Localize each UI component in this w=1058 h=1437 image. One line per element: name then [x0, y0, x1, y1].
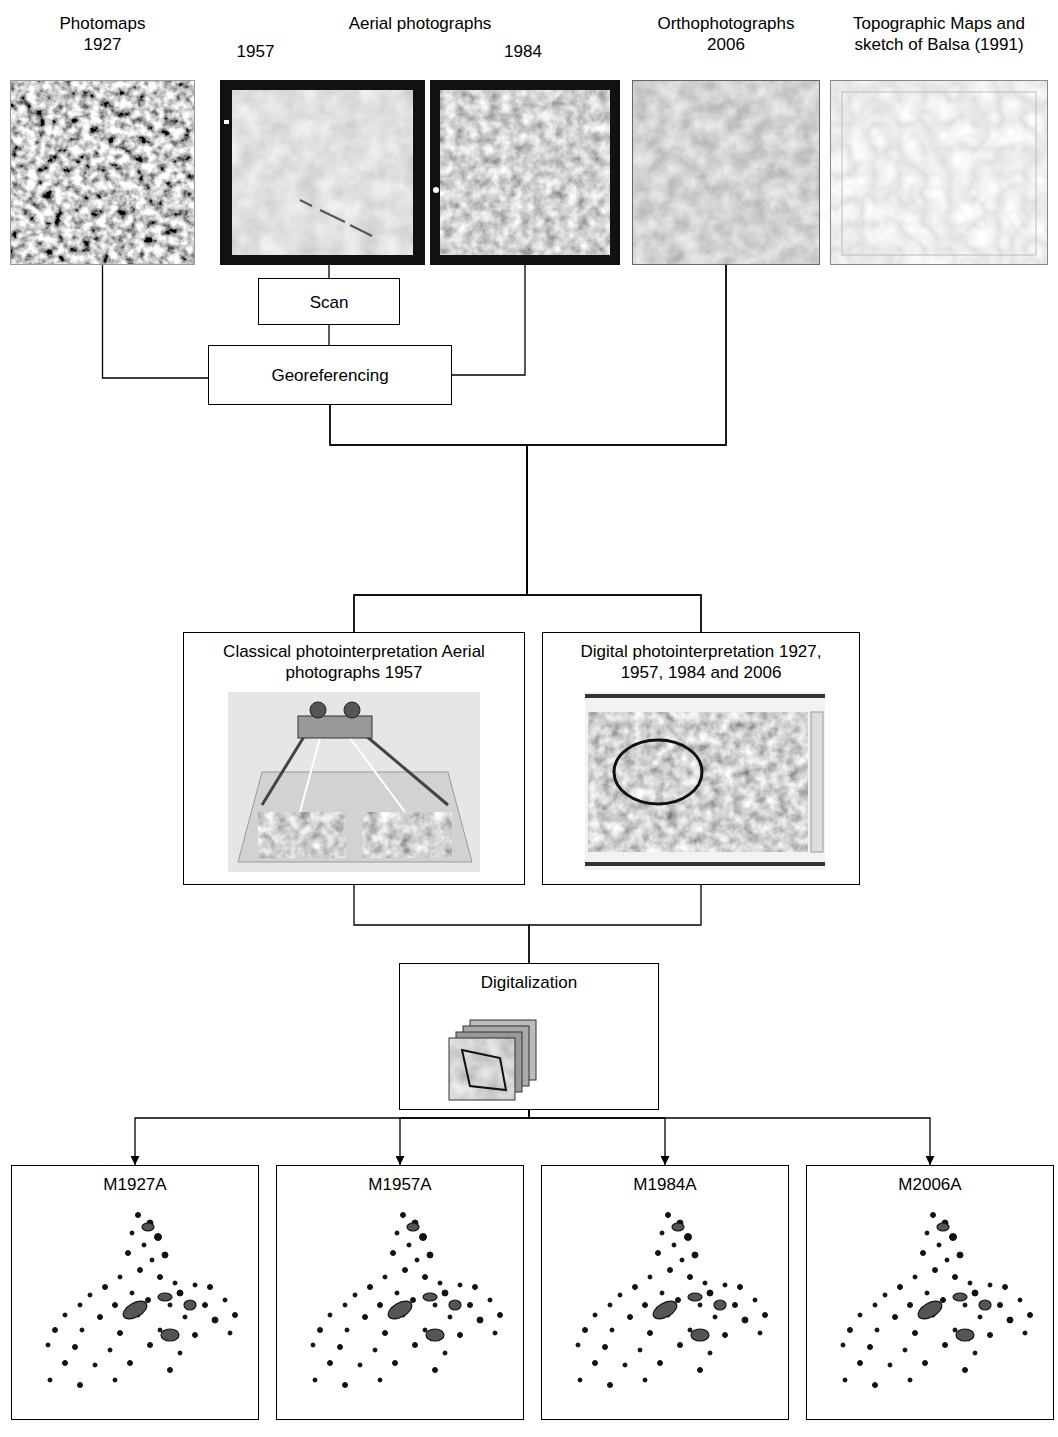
group-heading: Aerial photographs [300, 13, 540, 34]
eyepiece [344, 702, 360, 718]
topographic-map-image [830, 80, 1048, 265]
image-box: Topographic Maps and sketch of Balsa (19… [830, 80, 1048, 265]
photo-texture [232, 90, 413, 255]
map-polygons [841, 1213, 1033, 1388]
sight-line [350, 738, 405, 812]
box-label: M1957A [277, 1174, 523, 1195]
aerial-photo-1957 [220, 80, 425, 265]
sight-line [300, 738, 320, 812]
output-map-box: M1984A [541, 1165, 789, 1420]
process-box: Digital photointerpretation 1927, 1957, … [542, 632, 860, 885]
screen-panel [811, 712, 823, 852]
flow-arrow [400, 1110, 529, 1165]
flow-line [527, 265, 726, 632]
stereo-photo [258, 812, 346, 858]
box-label: Digital photointerpretation 1927, 1957, … [570, 641, 832, 683]
stack-sheet-frame [449, 1038, 515, 1100]
output-map-box: M1927A [11, 1165, 259, 1420]
film-frame [430, 80, 620, 265]
flow-line [354, 265, 726, 632]
map-neatline [842, 92, 1036, 255]
process-box: Georeferencing [208, 345, 452, 405]
box-label: Scan [310, 291, 349, 312]
photo-feature [300, 200, 372, 236]
map-polygons [311, 1213, 503, 1388]
flow-line [103, 265, 209, 378]
digitized-outline [614, 740, 702, 804]
map-polygons [576, 1213, 768, 1388]
stereoscope-body [298, 716, 372, 738]
photomap-texture [10, 80, 195, 265]
eyepiece [310, 702, 326, 718]
screen-bar [585, 694, 825, 698]
box-label: Georeferencing [271, 365, 388, 386]
box-label: M1984A [542, 1174, 788, 1195]
photomap-frame [11, 81, 195, 265]
flow-line [529, 885, 701, 963]
fiducial-mark [224, 120, 229, 124]
orthophoto-image [632, 80, 820, 265]
box-label: M2006A [807, 1174, 1053, 1195]
digitized-outline [462, 1050, 506, 1090]
layer-stack-icon [449, 1020, 536, 1100]
ortho-texture [632, 80, 820, 265]
screen-ground [585, 692, 825, 870]
image-heading: Topographic Maps and sketch of Balsa (19… [833, 13, 1045, 55]
map-frame [831, 81, 1048, 265]
flow-line [330, 405, 527, 632]
photomap-image [10, 80, 195, 265]
stereoscope-leg [262, 735, 305, 805]
stereoscope-leg [365, 735, 448, 805]
image-heading: Photomaps 1927 [53, 13, 153, 55]
box-label: Classical photointerpretation Aerial pho… [219, 641, 489, 683]
stereo-photo [362, 812, 452, 858]
output-map-box: M2006A [806, 1165, 1054, 1420]
image-box: 1984 [430, 80, 620, 265]
map-texture [830, 80, 1048, 265]
image-heading: 1957 [216, 41, 296, 62]
stereoscope-illustration [228, 692, 480, 872]
image-heading: Orthophotographs 2006 [646, 13, 806, 55]
screen-illustration [585, 692, 825, 870]
photo-texture [440, 90, 610, 255]
image-box: Orthophotographs 2006 [632, 80, 820, 265]
ortho-frame [633, 81, 820, 265]
image-heading: 1984 [483, 41, 563, 62]
flow-arrow [135, 1110, 529, 1165]
flow-line [328, 325, 329, 345]
flow-line [328, 265, 329, 278]
screen-bar [585, 862, 825, 866]
aerial-photo-1984 [430, 80, 620, 265]
flow-line [452, 265, 525, 375]
process-box: Scan [258, 278, 400, 325]
screen-image [588, 712, 808, 852]
flow-arrow [529, 1110, 930, 1165]
process-box: Digitalization [399, 963, 659, 1110]
flow-line [330, 405, 701, 632]
illustration-ground [228, 692, 480, 872]
flow-line [354, 885, 529, 963]
box-label: Digitalization [400, 972, 658, 993]
film-frame [220, 80, 425, 265]
image-box: Photomaps 1927 [10, 80, 195, 265]
stack-sheet [449, 1038, 515, 1100]
box-label: M1927A [12, 1174, 258, 1195]
map-polygons [46, 1213, 238, 1388]
image-box: 1957 [220, 80, 425, 265]
fiducial-mark [433, 187, 439, 193]
process-box: Classical photointerpretation Aerial pho… [183, 632, 525, 885]
output-map-box: M1957A [276, 1165, 524, 1420]
